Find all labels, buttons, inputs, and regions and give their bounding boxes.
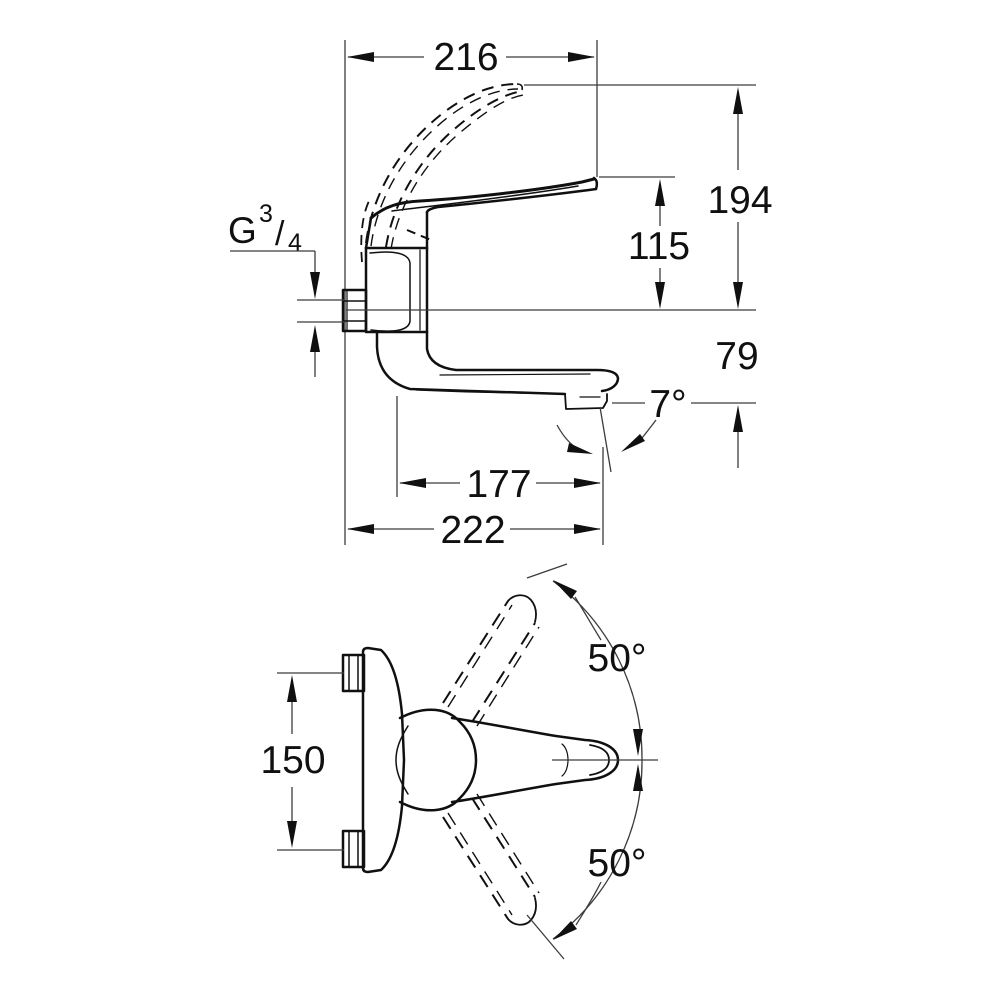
dim-79-label: 79 <box>715 335 758 378</box>
dim-177: 177 <box>396 396 604 545</box>
union-nut-bottom <box>341 829 366 869</box>
leader-50-upper <box>574 596 602 641</box>
dim-115-label: 115 <box>628 225 690 268</box>
swivel-arc <box>526 563 658 960</box>
dim-194: 194 <box>707 87 773 309</box>
dim-177-label: 177 <box>466 463 531 506</box>
thread-slash: / <box>275 215 285 253</box>
thread-letter: G <box>228 210 257 251</box>
thread-callout-g34: G 3 / 4 <box>228 200 345 377</box>
stream-angle-annotation <box>556 406 657 473</box>
wall-plate <box>361 646 406 874</box>
spout-swivel-down-dashed <box>442 793 540 926</box>
dim-115: 115 <box>628 179 690 309</box>
angle-7-label: 7° <box>649 383 686 426</box>
handle-raised-dashed <box>360 83 524 263</box>
aerator <box>564 393 608 410</box>
spout-swivel-up-dashed <box>442 594 540 727</box>
mixer-body <box>364 246 429 334</box>
handle-lever <box>364 176 599 250</box>
stream-line <box>599 406 612 473</box>
plan-view: 150 50° 50° <box>260 563 658 960</box>
thread-numerator: 3 <box>259 200 273 228</box>
dim-222-label: 222 <box>440 509 505 552</box>
dim-222: 222 <box>347 509 601 552</box>
dim-79: 79 <box>715 335 759 468</box>
dim-216-label: 216 <box>433 36 498 79</box>
arc-end-tick-lower <box>526 914 565 960</box>
spout-side <box>375 330 620 410</box>
dim-150: 150 <box>260 672 344 851</box>
leader-50-lower <box>575 881 602 926</box>
arc-end-tick-upper <box>526 563 568 579</box>
dim-216: 216 <box>347 36 598 177</box>
side-view-dimensions: 216 194 115 79 7° <box>228 36 773 552</box>
union-nut-top <box>341 653 366 693</box>
angle-50-lower-label: 50° <box>588 842 647 885</box>
thread-denominator: 4 <box>288 229 302 257</box>
angle-50-upper-label: 50° <box>588 637 647 680</box>
handle-dome-plan <box>395 708 478 812</box>
dim-150-label: 150 <box>260 739 325 782</box>
side-view <box>341 40 657 545</box>
dim-194-label: 194 <box>707 179 772 222</box>
